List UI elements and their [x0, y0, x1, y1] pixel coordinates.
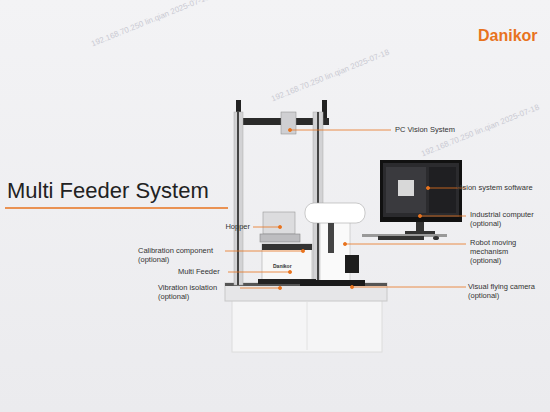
- hopper: [263, 212, 295, 234]
- keyboard: [378, 236, 424, 240]
- cabinet-door: [307, 302, 308, 350]
- leader-dot: [288, 128, 291, 131]
- robot-shaft: [328, 223, 334, 253]
- part-label: PC Vision System: [395, 125, 455, 134]
- brand-logo: Danikor: [478, 26, 538, 45]
- machine-logo: Danikor: [273, 263, 292, 269]
- part-label: Vision system software: [456, 183, 546, 192]
- part-label: Calibration component (optional): [138, 246, 224, 264]
- leader-line: [253, 227, 280, 228]
- monitor-stand: [416, 222, 424, 232]
- leader-dot: [301, 249, 304, 252]
- monitor: [380, 160, 462, 222]
- frame-column: [234, 112, 243, 285]
- robot-arm: [305, 203, 365, 223]
- leader-line: [345, 244, 466, 245]
- column-slot: [317, 112, 319, 285]
- flying-camera: [345, 255, 359, 273]
- part-label: Robot moving mechanism (optional): [470, 238, 540, 265]
- leader-dot: [278, 225, 281, 228]
- part-label: Hopper: [210, 222, 250, 231]
- screen-image: [398, 180, 414, 196]
- leader-line: [240, 288, 280, 289]
- leader-dot: [418, 214, 421, 217]
- vision-camera: [281, 112, 296, 134]
- part-label: Visual flying camera (optional): [468, 282, 546, 300]
- leader-line: [228, 272, 290, 273]
- cabinet: [232, 300, 382, 352]
- mouse: [433, 236, 439, 240]
- leader-line: [420, 216, 466, 217]
- part-label: Vibration isolation (optional): [158, 283, 238, 301]
- feeder-top: [262, 244, 312, 250]
- leader-line: [290, 130, 391, 131]
- part-label: Industrial computer (optional): [470, 210, 544, 228]
- screen-panel: [429, 167, 456, 213]
- robot-base: [300, 280, 365, 286]
- leader-dot: [343, 242, 346, 245]
- leader-dot: [350, 285, 353, 288]
- diagram-title: Multi Feeder System: [7, 178, 209, 204]
- monitor-base: [405, 231, 435, 234]
- hopper-base: [260, 234, 300, 242]
- column-slot: [237, 112, 239, 285]
- leader-line: [352, 287, 466, 288]
- title-underline: [5, 207, 228, 209]
- leader-dot: [278, 286, 281, 289]
- screen: [383, 163, 459, 217]
- part-label: Multi Feeder: [178, 267, 228, 276]
- leader-dot: [426, 186, 429, 189]
- watermark: 192.168.70.250 lin.qian 2025-07-18: [270, 48, 391, 104]
- leader-dot: [288, 270, 291, 273]
- watermark: 192.168.70.250 lin.qian 2025-07-18: [90, 0, 211, 49]
- screen-panel: [386, 167, 426, 213]
- multi-feeder: [262, 244, 312, 283]
- leader-line: [225, 251, 303, 252]
